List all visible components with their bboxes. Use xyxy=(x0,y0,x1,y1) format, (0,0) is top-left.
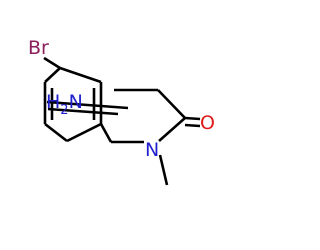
carbonyl-double-bond xyxy=(184,123,201,128)
carbonyl-double-bond xyxy=(184,116,201,121)
n-methyl-bond xyxy=(158,154,169,186)
structure-canvas: Br H2N O N xyxy=(28,37,215,186)
ring-cross-bond xyxy=(47,107,119,116)
amide-bond xyxy=(158,117,186,142)
amine-element-label: H xyxy=(46,91,60,113)
alpha-carbon-bond xyxy=(157,89,186,119)
bromine-atom-label: Br xyxy=(28,37,49,59)
bromine-bond xyxy=(43,56,61,70)
ring-cross-bond xyxy=(46,100,129,110)
ring-bond xyxy=(59,66,102,84)
oxygen-atom-label: O xyxy=(200,112,215,134)
amine-atom-label: H2N xyxy=(46,91,83,118)
ring-bond xyxy=(44,122,68,143)
ring-bond xyxy=(44,67,61,83)
ring-bond xyxy=(66,122,102,143)
benzyl-bond xyxy=(99,123,113,143)
amine-nitrogen-label: N xyxy=(69,91,83,113)
bonds xyxy=(43,56,201,186)
chemical-structure-diagram: Br H2N O N xyxy=(28,37,215,186)
amine-subscript-label: 2 xyxy=(60,103,68,118)
amide-nitrogen-atom-label: N xyxy=(145,139,159,161)
